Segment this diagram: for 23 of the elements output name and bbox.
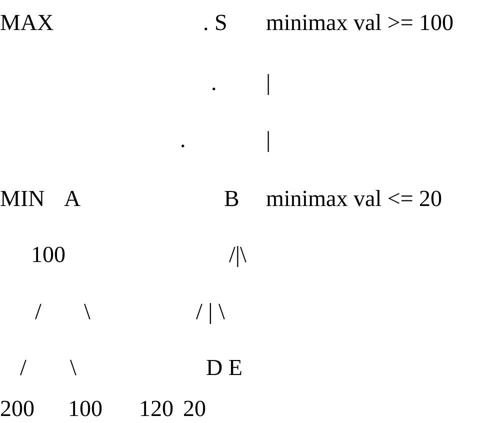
branch-mark: /|\ bbox=[229, 242, 246, 268]
text-label: minimax val >= 100 bbox=[266, 10, 454, 36]
branch-mark: | bbox=[266, 127, 271, 153]
text-label: . S bbox=[203, 10, 228, 36]
value-label: 200 bbox=[0, 396, 34, 422]
value-label: 120 bbox=[139, 396, 174, 422]
dot-mark: . bbox=[211, 70, 217, 96]
branch-mark: / bbox=[20, 355, 26, 381]
value-label: 20 bbox=[183, 396, 206, 422]
branch-mark: \ bbox=[84, 299, 90, 325]
branch-mark: | bbox=[266, 70, 271, 96]
node-letter: B bbox=[224, 186, 240, 212]
node-letter: A bbox=[64, 186, 81, 212]
text-label: MAX bbox=[0, 10, 54, 36]
node-letters: D E bbox=[206, 355, 242, 381]
value-label: 100 bbox=[31, 242, 66, 268]
text-label: minimax val <= 20 bbox=[266, 186, 442, 212]
branch-mark: \ bbox=[70, 355, 76, 381]
value-label: 100 bbox=[68, 396, 102, 422]
branch-mark: / bbox=[35, 299, 42, 325]
text-label: MIN bbox=[0, 186, 45, 212]
branch-mark: / | \ bbox=[196, 299, 225, 325]
dot-mark: . bbox=[180, 127, 186, 153]
